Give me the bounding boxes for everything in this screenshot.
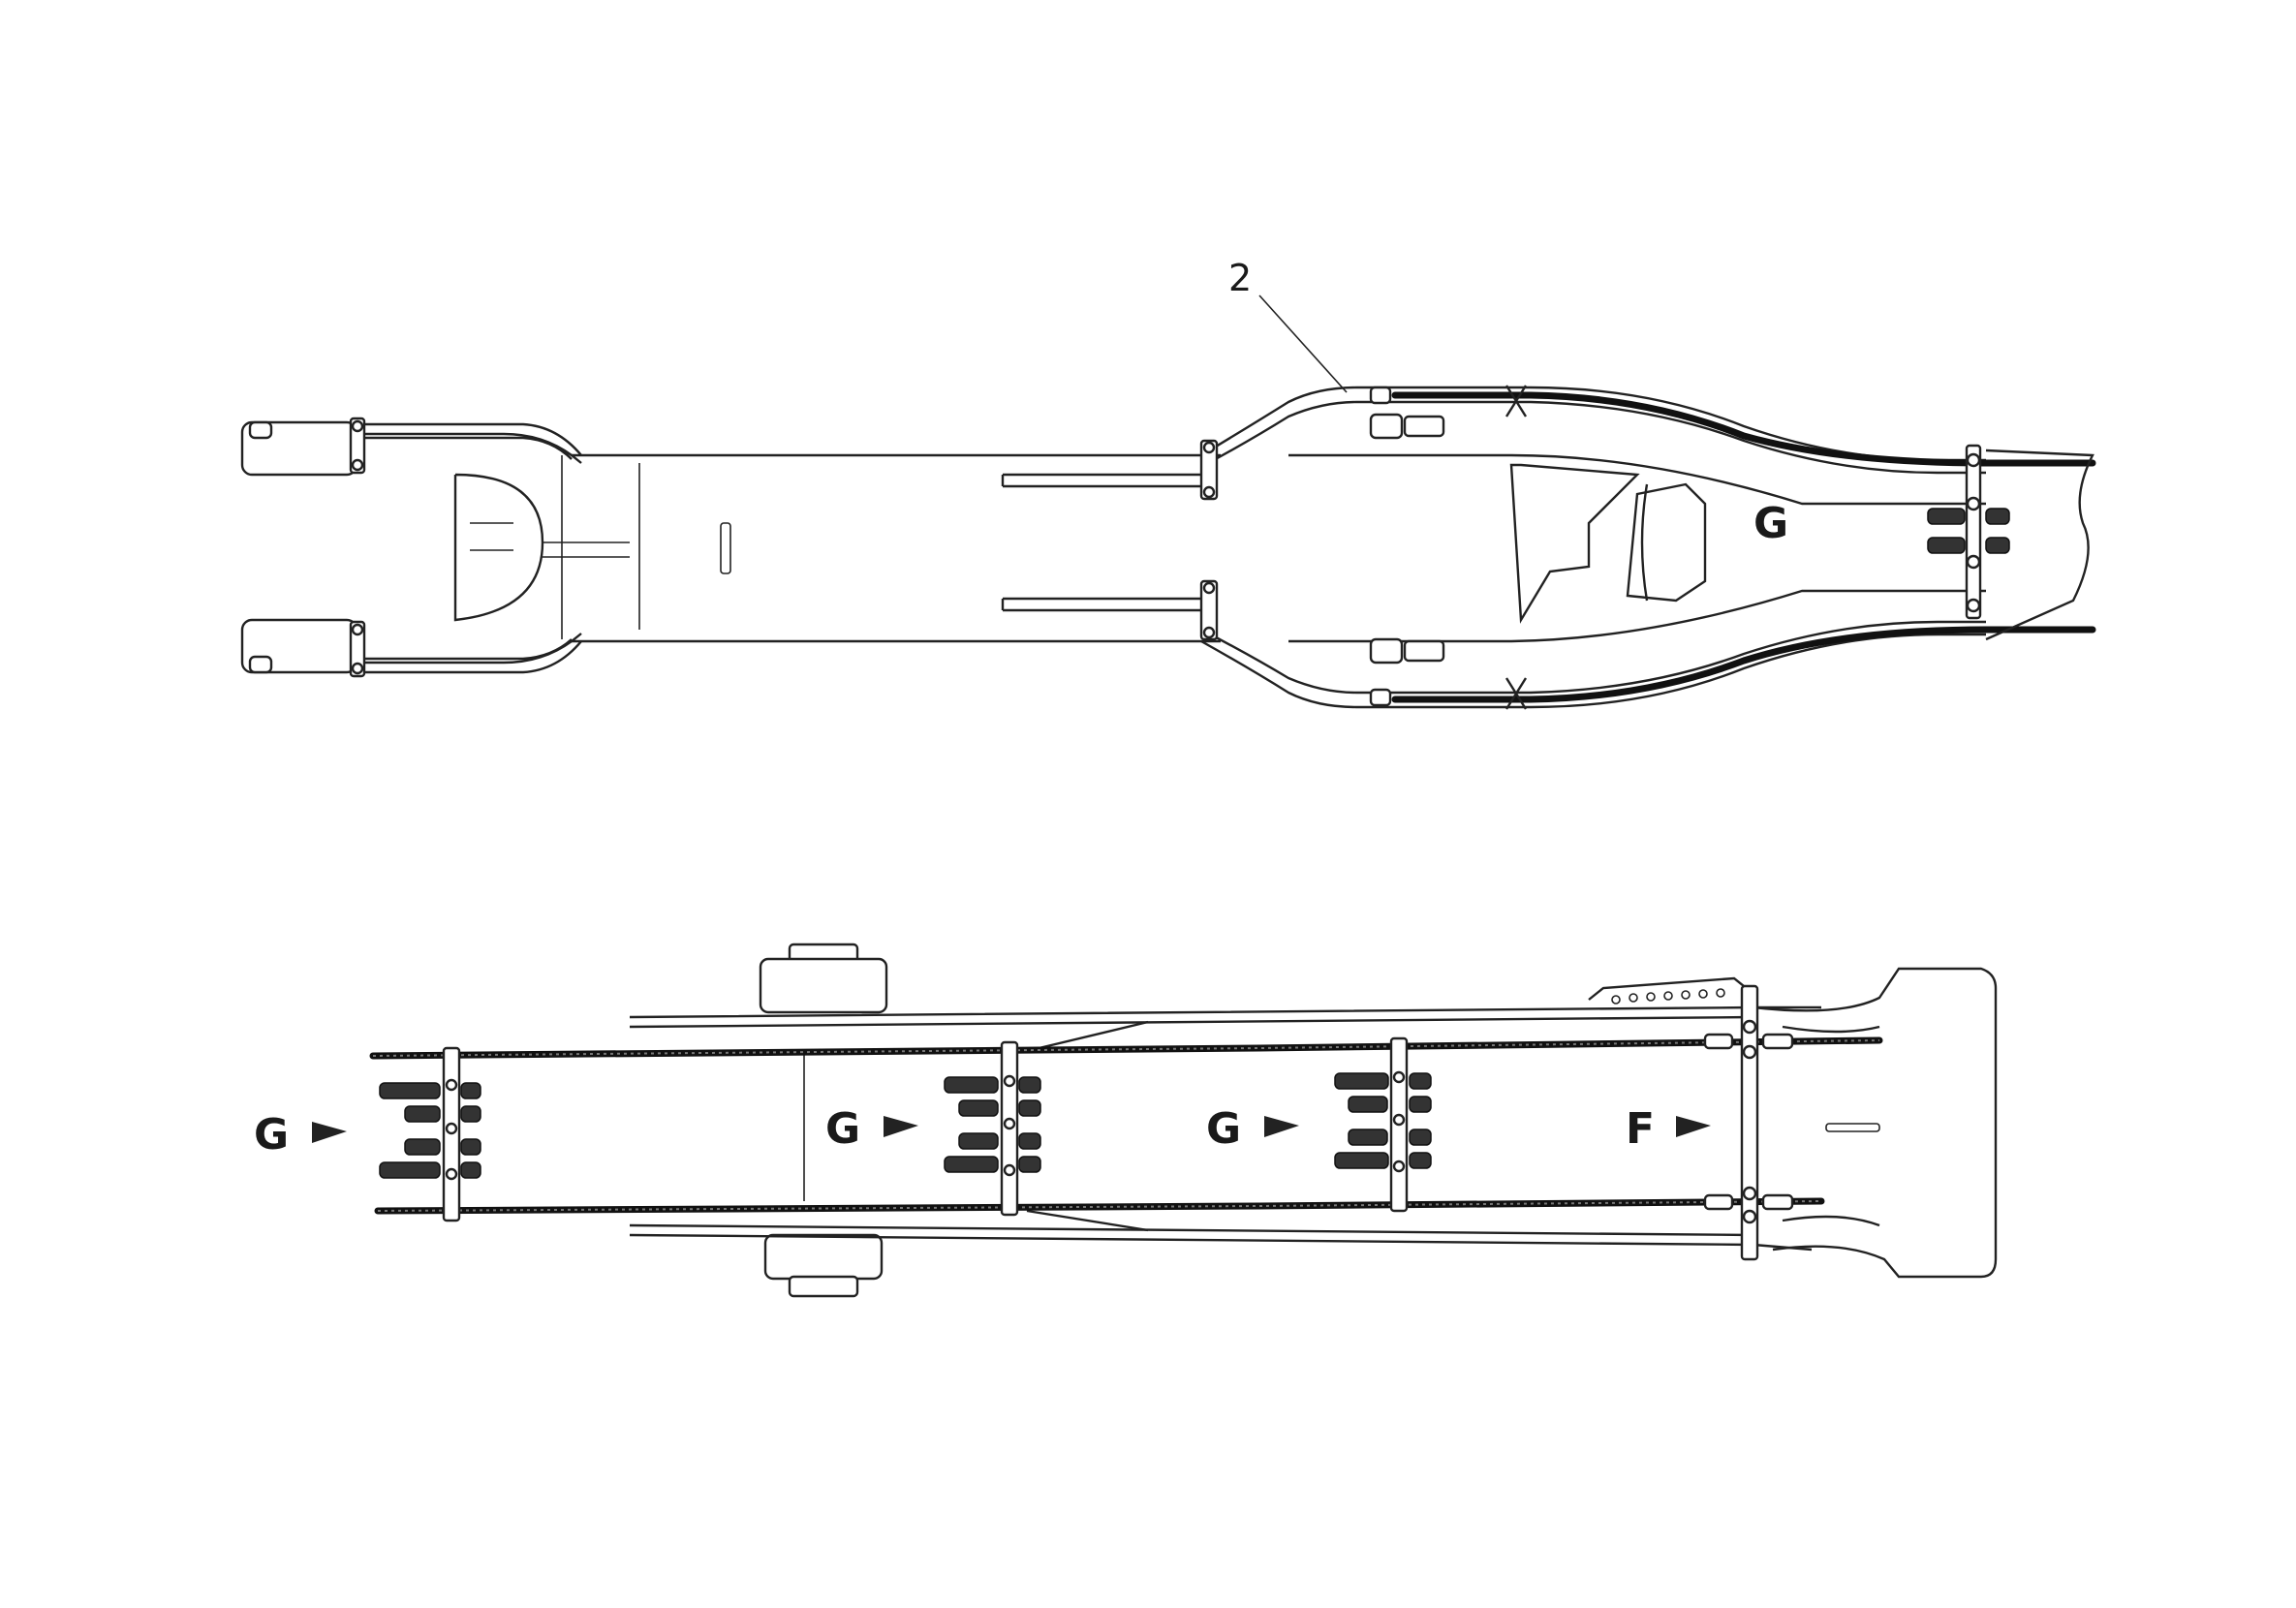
- arrow-right-icon: [1676, 1116, 1711, 1137]
- callout-leader: [1258, 294, 1348, 393]
- callout-number: 2: [1228, 257, 1252, 299]
- zone-label: G: [1753, 499, 1788, 548]
- arrow-right-icon: [884, 1116, 918, 1137]
- slot-mark: [1825, 1123, 1880, 1132]
- marker-3: G: [1206, 1104, 1299, 1154]
- hole-row: [1611, 988, 1725, 1005]
- mid-clamp-lower: [1199, 579, 1219, 641]
- clamp-group-3: [1334, 1036, 1432, 1213]
- yoke-detail: [470, 522, 630, 558]
- marker-letter: G: [825, 1104, 860, 1154]
- frame-cutout: [1509, 463, 1640, 624]
- marker-letter: F: [1626, 1104, 1655, 1154]
- arrow-right-icon: [1264, 1116, 1299, 1137]
- clamp-group-2: [944, 1040, 1041, 1217]
- slot-mark: [720, 522, 731, 574]
- mid-clamp-upper: [1199, 439, 1219, 501]
- frame-edge: [357, 432, 582, 464]
- hose-bottom: [374, 1197, 1825, 1215]
- pin-boss-bottom: [763, 1233, 884, 1281]
- beam-plate: [561, 455, 640, 639]
- marker-1: G: [254, 1110, 347, 1160]
- frame-pocket: [1626, 482, 1707, 603]
- marker-4: F: [1626, 1104, 1711, 1154]
- hose-top: [369, 1036, 1883, 1060]
- top-arm-view: 2 G: [240, 257, 2096, 710]
- left-clamp-lower: [349, 620, 366, 678]
- marker-letter: G: [1206, 1104, 1241, 1154]
- boom-head: [1753, 967, 1998, 1279]
- marker-2: G: [825, 1104, 918, 1154]
- marker-letter: G: [254, 1110, 289, 1160]
- x-fitting: [1505, 385, 1528, 417]
- x-fitting: [1505, 677, 1528, 710]
- left-clamp-upper: [349, 417, 366, 475]
- yoke-opening: [453, 473, 544, 622]
- clamp-group-1: [379, 1046, 481, 1222]
- right-clamp: [1965, 444, 1982, 620]
- clamp-group-4: [1740, 984, 1759, 1261]
- bottom-boom-view: G G G F: [254, 943, 1998, 1298]
- arrow-right-icon: [312, 1122, 347, 1143]
